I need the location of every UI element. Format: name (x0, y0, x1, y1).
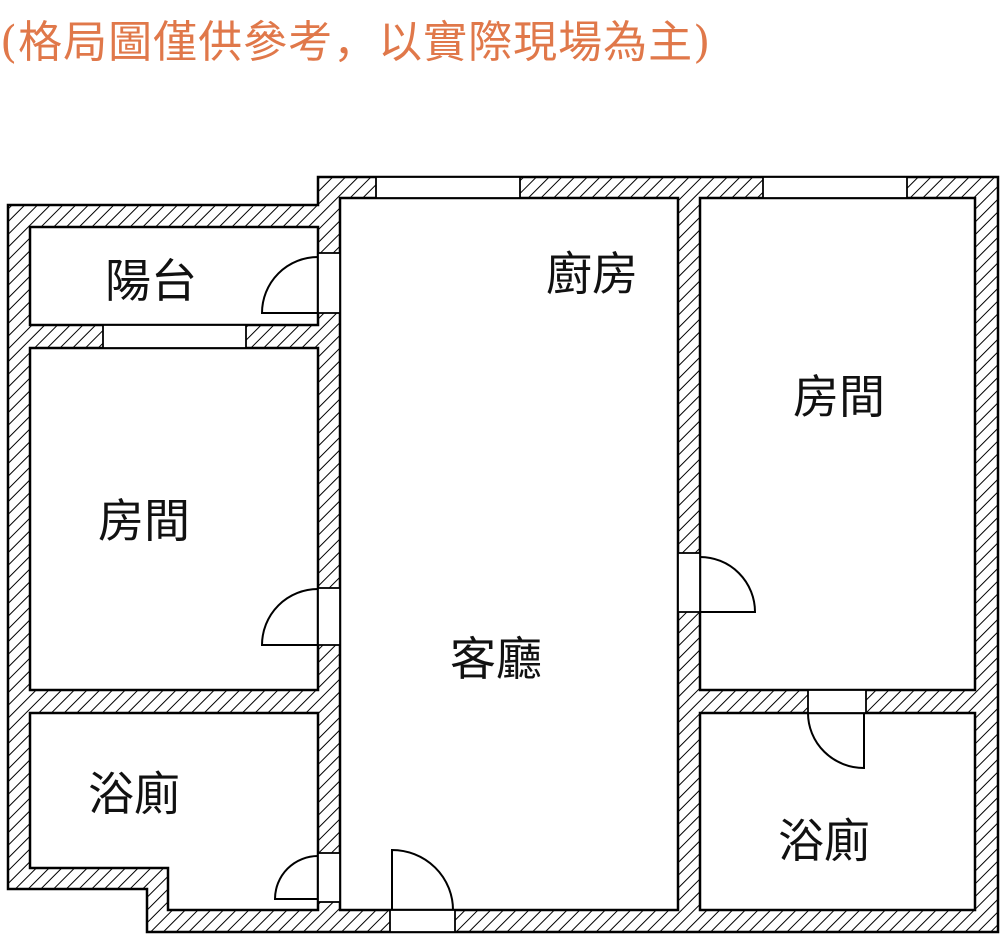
label-balcony: 陽台 (105, 254, 197, 308)
label-bathroom-right: 浴廁 (778, 814, 870, 868)
label-living-room: 客廳 (450, 632, 542, 686)
label-bathroom-left: 浴廁 (88, 767, 180, 821)
door-opening-bedroom-left (317, 587, 341, 646)
door-opening-bathroom-right (807, 689, 867, 714)
bathroom-right-area (698, 711, 977, 912)
bathroom-left-area (28, 711, 320, 912)
door-opening-bedroom-right (677, 552, 701, 613)
door-opening-bathroom-left (317, 852, 341, 903)
door-opening-entrance (389, 909, 456, 933)
balcony-area (28, 225, 320, 327)
living-room-area (338, 196, 680, 912)
door-swing-bedroom-left (260, 588, 319, 646)
door-swing-entrance (391, 848, 454, 911)
door-swing-balcony (260, 256, 319, 314)
window-top-right (762, 176, 908, 199)
disclaimer-title: (格局圖僅供參考，以實際現場為主) (0, 17, 712, 68)
bedroom-right-area (698, 196, 977, 692)
door-opening-balcony (317, 252, 341, 314)
label-bedroom-right: 房間 (793, 370, 885, 424)
label-kitchen: 廚房 (546, 247, 638, 301)
door-swing-bathroom-left (273, 855, 319, 900)
window-top-middle (375, 176, 521, 199)
window-balcony (102, 324, 247, 349)
door-swing-bathroom-right (807, 712, 865, 770)
door-swing-bedroom-right (699, 556, 757, 613)
label-bedroom-left: 房間 (98, 494, 190, 548)
